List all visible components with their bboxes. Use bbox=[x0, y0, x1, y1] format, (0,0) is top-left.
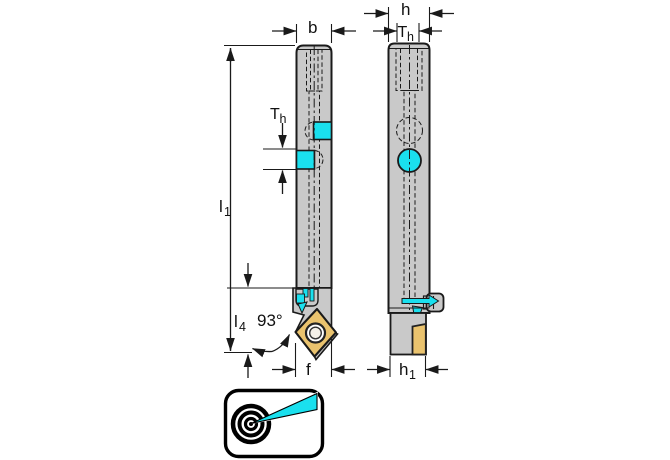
dimension-l4: l 4 bbox=[227, 263, 300, 378]
front-clamp-coolant-block bbox=[296, 293, 305, 304]
coolant-beam bbox=[250, 392, 318, 425]
dim-angle-label: 93° bbox=[257, 311, 283, 330]
dimension-f: f bbox=[272, 339, 355, 379]
front-insert-hole-inner bbox=[309, 326, 323, 340]
front-coolant-bore-narrow bbox=[308, 90, 320, 289]
front-view bbox=[292, 44, 339, 361]
front-coolant-nozzle bbox=[297, 301, 308, 315]
dimension-b: b bbox=[272, 18, 356, 43]
side-coolant-arrow-right bbox=[401, 294, 440, 308]
dim-b-label: b bbox=[308, 18, 317, 37]
dim-l4-label: l bbox=[234, 312, 238, 331]
dim-h1-label-sub: 1 bbox=[409, 368, 416, 382]
front-coolant-thread-circle-lower bbox=[304, 150, 324, 169]
dim-th-front-label: T bbox=[270, 106, 280, 123]
side-coolant-bore-wide bbox=[395, 48, 423, 91]
front-clamp-coolant-bar-1 bbox=[302, 288, 309, 298]
dimension-angle: 93° bbox=[251, 311, 291, 358]
dim-th-front-label-sub: h bbox=[280, 112, 287, 126]
side-shank-body bbox=[387, 42, 431, 314]
dim-th-side-label: T bbox=[398, 24, 408, 41]
dimension-h: h bbox=[364, 0, 454, 42]
dim-l1-label: l bbox=[219, 197, 223, 216]
front-coolant-port-left bbox=[295, 149, 316, 170]
target-ring-inner bbox=[243, 416, 259, 432]
dimension-th-front: T h bbox=[263, 106, 297, 194]
dimension-th-side: T h bbox=[373, 23, 442, 44]
dim-h-label: h bbox=[401, 0, 410, 19]
dim-l4-label-sub: 4 bbox=[239, 320, 246, 334]
front-coolant-port-right bbox=[312, 121, 333, 141]
dim-f-label: f bbox=[306, 360, 311, 379]
target-ring-outer bbox=[230, 403, 272, 445]
dim-h1-label: h bbox=[399, 360, 408, 379]
dimension-h1: h 1 bbox=[367, 356, 448, 382]
dim-angle-arc-left bbox=[251, 347, 273, 358]
dimension-l1: l 1 bbox=[219, 44, 295, 354]
precision-coolant-target-icon bbox=[223, 388, 325, 459]
dim-th-side-label-sub: h bbox=[407, 30, 414, 44]
target-ring-middle bbox=[237, 410, 265, 438]
dim-l1-label-sub: 1 bbox=[224, 205, 231, 219]
front-clamp-coolant-bar-2 bbox=[309, 288, 315, 302]
side-view bbox=[387, 42, 445, 356]
dim-angle-arc-right bbox=[271, 334, 291, 353]
side-insert-edge bbox=[411, 322, 427, 356]
